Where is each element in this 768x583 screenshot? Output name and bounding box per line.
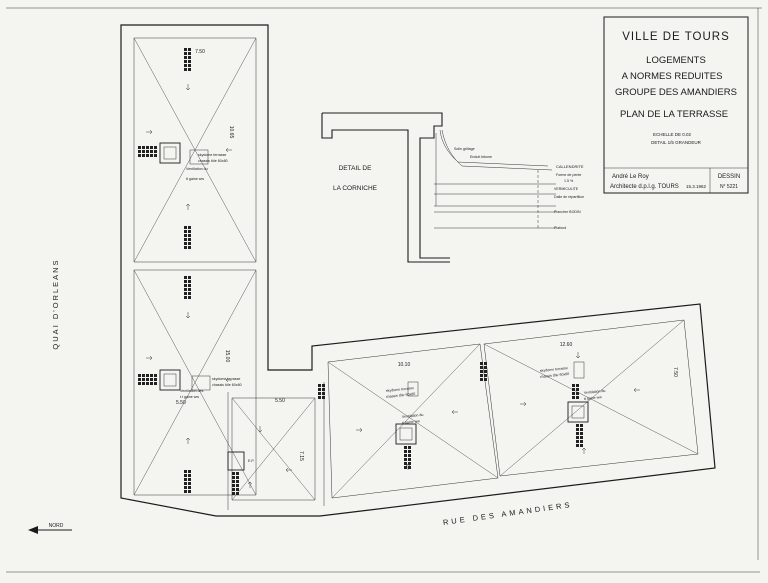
roof-outline [120,24,716,517]
north-arrow-icon [28,526,38,534]
drain-symbols [138,48,583,495]
flow-arrow-1 [185,203,191,210]
note-vent-a2: tt gaine ww [186,177,204,181]
note-skylight-a: skydome terrasse [198,153,226,157]
flow-arrow-13 [405,463,411,470]
title-detail-scale: DETAIL 1/5 GRANDEUR [651,140,702,145]
flow-arrow-7 [225,377,232,383]
flow-arrow-6 [146,355,153,361]
note-skylight-d2: chassis tôle 60x80 [540,372,570,379]
title-architect-title: Architecte d.p.l.g. TOURS [610,184,679,190]
note-vent-d2: tt gaine ww [584,395,603,401]
note-vent-b: Ventilation des [180,389,204,393]
detail-label-3: Forme de pente [556,173,581,177]
drain-block-6 [232,472,239,495]
dim-3: 5.50 [176,400,186,406]
title-city: VILLE DE TOURS [622,31,730,43]
flow-arrow-4 [185,312,191,319]
flow-arrow-8 [257,426,263,433]
detail-label-6: Dalle de répartition [554,195,584,199]
flow-arrow-5 [185,437,191,444]
roof-plan: 7.50 10.65 15.00 5.50 5.50 7.15 10.10 12… [120,24,716,517]
dim-8: 7.50 [672,367,678,377]
note-ep: E.P. [248,459,254,463]
dimensions: 7.50 10.65 15.00 5.50 5.50 7.15 10.10 12… [176,49,678,461]
detail-title-1: DETAIL DE [339,165,373,172]
flow-arrow-14 [520,401,527,407]
sheet-border [6,7,762,573]
title-line2: A NORMES REDUITES [622,71,723,82]
note-vent-c2: tt gaine ww [402,419,421,425]
cornice-detail: DETAIL DE LA CORNICHE Solin grillage End… [321,112,584,263]
flow-arrows [146,84,640,488]
drain-block-5 [138,374,157,385]
title-dessin-no: N° 5221 [720,184,738,190]
drain-block-0 [184,48,191,71]
dim-0: 7.50 [195,49,205,55]
note-vent-a: Ventilation du [186,167,208,171]
flow-arrow-15 [633,387,640,393]
detail-label-7: Plancher BODIN [554,210,581,214]
detail-label-5: VERMICULITE [554,187,579,191]
roof-openings [159,142,589,471]
note-skylight-a2: chassis tôle 60x80 [198,159,228,163]
note-vent-c: Ventilation du [402,413,424,419]
note-vent-d: Ventilation du [584,389,606,395]
flow-arrow-16 [575,352,581,359]
title-line1: LOGEMENTS [646,55,706,66]
title-line3: GROUPE DES AMANDIERS [615,87,737,98]
dim-6: 10.10 [398,362,411,368]
flow-arrow-11 [356,427,363,433]
detail-label-8: Plafond [554,226,566,230]
north-label: NORD [49,523,64,529]
detail-label-2: CALLENDRITE [556,164,584,169]
detail-label-1: Enduit bitume [470,155,492,159]
drain-block-7 [318,384,325,399]
street-south: RUE DES AMANDIERS [442,500,573,527]
detail-label-4: 1.5 % [564,179,574,183]
note-vent-b2: t.t gaine ww [180,395,199,399]
dim-2: 15.00 [224,350,230,363]
flow-arrow-12 [451,409,458,415]
plan-notes: skydome terrasse chassis tôle 60x80 Vent… [180,153,606,463]
title-plan: PLAN DE LA TERRASSE [620,109,728,120]
slope-lines [133,37,699,501]
drain-block-9 [404,446,411,469]
flow-arrow-10 [285,467,292,473]
dim-5: 7.15 [298,451,304,461]
title-scale: ECHELLE DE 0.02 [653,132,692,137]
detail-label-0: Solin grillage [454,147,475,151]
note-skylight-d: skydome terrasse [540,366,569,373]
drain-block-1 [184,226,191,249]
drain-block-10 [576,424,583,447]
drain-block-3 [184,276,191,299]
dim-4: 5.50 [275,398,285,404]
flow-arrow-17 [581,447,587,454]
detail-title-2: LA CORNICHE [333,185,378,192]
dim-7: 12.60 [560,342,573,348]
title-date: 15.3.1962 [686,184,707,189]
note-skylight-b: skydome terrasse [212,377,240,381]
north-arrow: NORD [28,523,72,534]
flow-arrow-9 [247,481,253,488]
flow-arrow-2 [146,129,153,135]
drain-block-4 [184,470,191,493]
flow-arrow-3 [225,147,232,153]
note-skylight-c: skydome terrasse [386,386,415,393]
title-architect: André Le Roy [612,174,649,180]
drain-block-11 [572,384,579,399]
drain-block-8 [480,362,487,381]
drain-block-2 [138,146,157,157]
street-west: QUAI D'ORLEANS [51,258,60,349]
title-dessin-label: DESSIN [718,174,740,180]
note-skylight-b2: chassis tôle 60x80 [212,383,242,387]
dim-1: 10.65 [228,126,234,139]
flow-arrow-0 [185,84,191,91]
note-skylight-c2: chassis tôle 60x80 [386,392,416,399]
title-block: VILLE DE TOURS LOGEMENTS A NORMES REDUIT… [603,16,749,194]
